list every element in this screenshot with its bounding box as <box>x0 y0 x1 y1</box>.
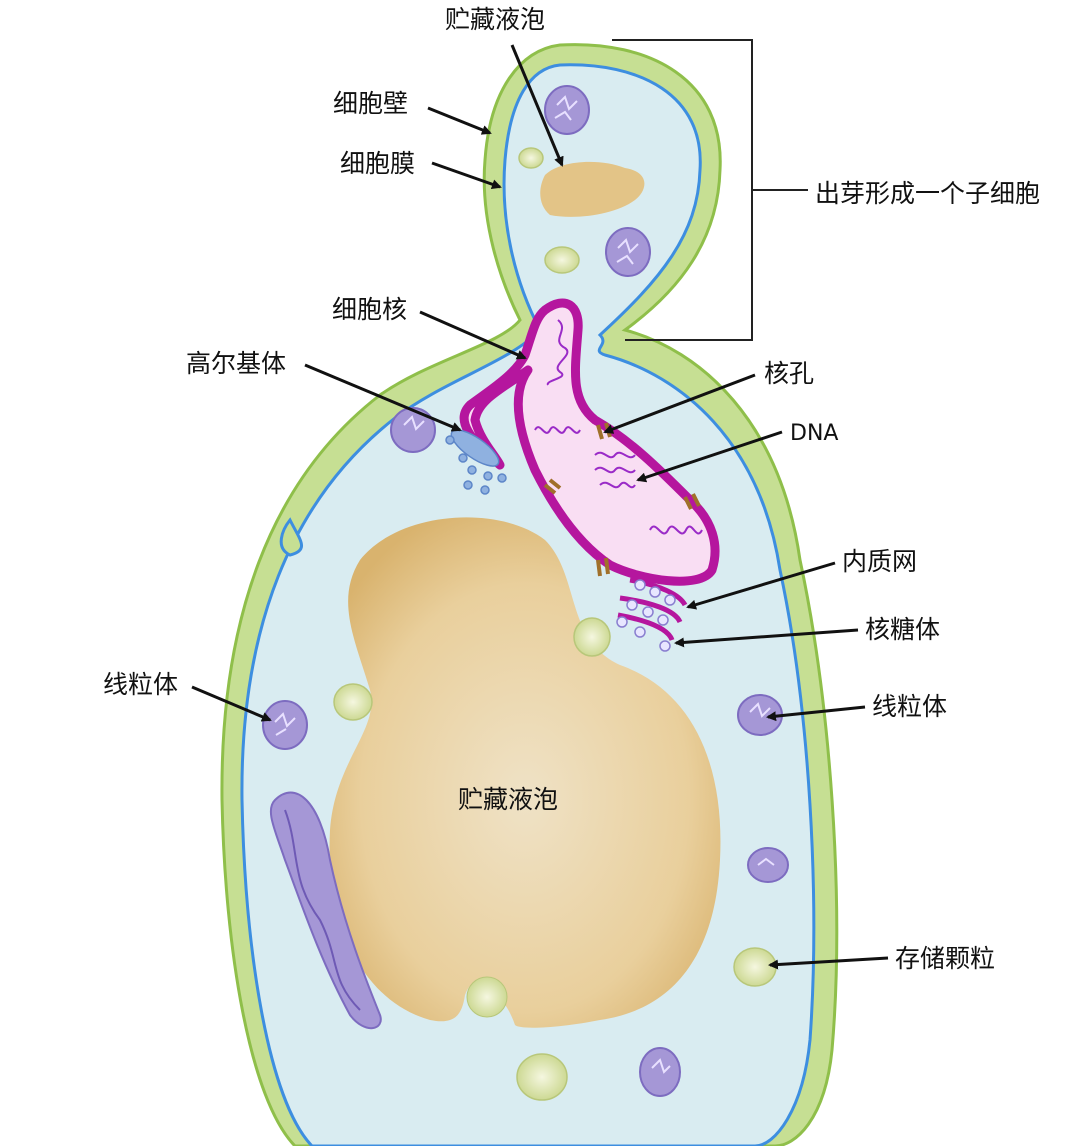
membrane-fold <box>279 517 303 557</box>
mitochondria <box>262 85 789 1097</box>
nucleus <box>459 298 720 586</box>
label-cell-membrane: 细胞膜 <box>340 149 415 178</box>
label-er: 内质网 <box>842 547 917 576</box>
label-nucleus: 细胞核 <box>332 295 407 324</box>
label-mitochondria-right: 线粒体 <box>872 692 947 721</box>
label-mitochondria-left: 线粒体 <box>103 670 178 699</box>
dna-strands <box>534 319 703 535</box>
nuclear-pores <box>543 422 701 577</box>
label-dna: DNA <box>790 421 838 446</box>
bud-bracket <box>612 39 808 341</box>
label-bud-vacuole: 贮藏液泡 <box>445 5 545 34</box>
leader-arrows <box>191 44 889 970</box>
label-golgi: 高尔基体 <box>186 349 286 378</box>
main-vacuole <box>329 517 721 1028</box>
storage-granules <box>333 147 777 1101</box>
label-budding: 出芽形成一个子细胞 <box>815 179 1040 208</box>
cristae <box>274 95 775 1074</box>
label-nuclear-pore: 核孔 <box>764 359 814 388</box>
bud-vacuole <box>540 161 645 217</box>
storage-granule <box>466 976 508 1018</box>
mito-crista-long <box>284 809 361 1011</box>
label-cell-wall: 细胞壁 <box>333 89 408 118</box>
label-ribosome: 核糖体 <box>865 615 940 644</box>
label-storage-granule: 存储颗粒 <box>895 944 995 973</box>
label-main-vacuole: 贮藏液泡 <box>458 785 558 814</box>
ribosomes <box>616 579 676 652</box>
golgi-apparatus <box>445 429 507 495</box>
